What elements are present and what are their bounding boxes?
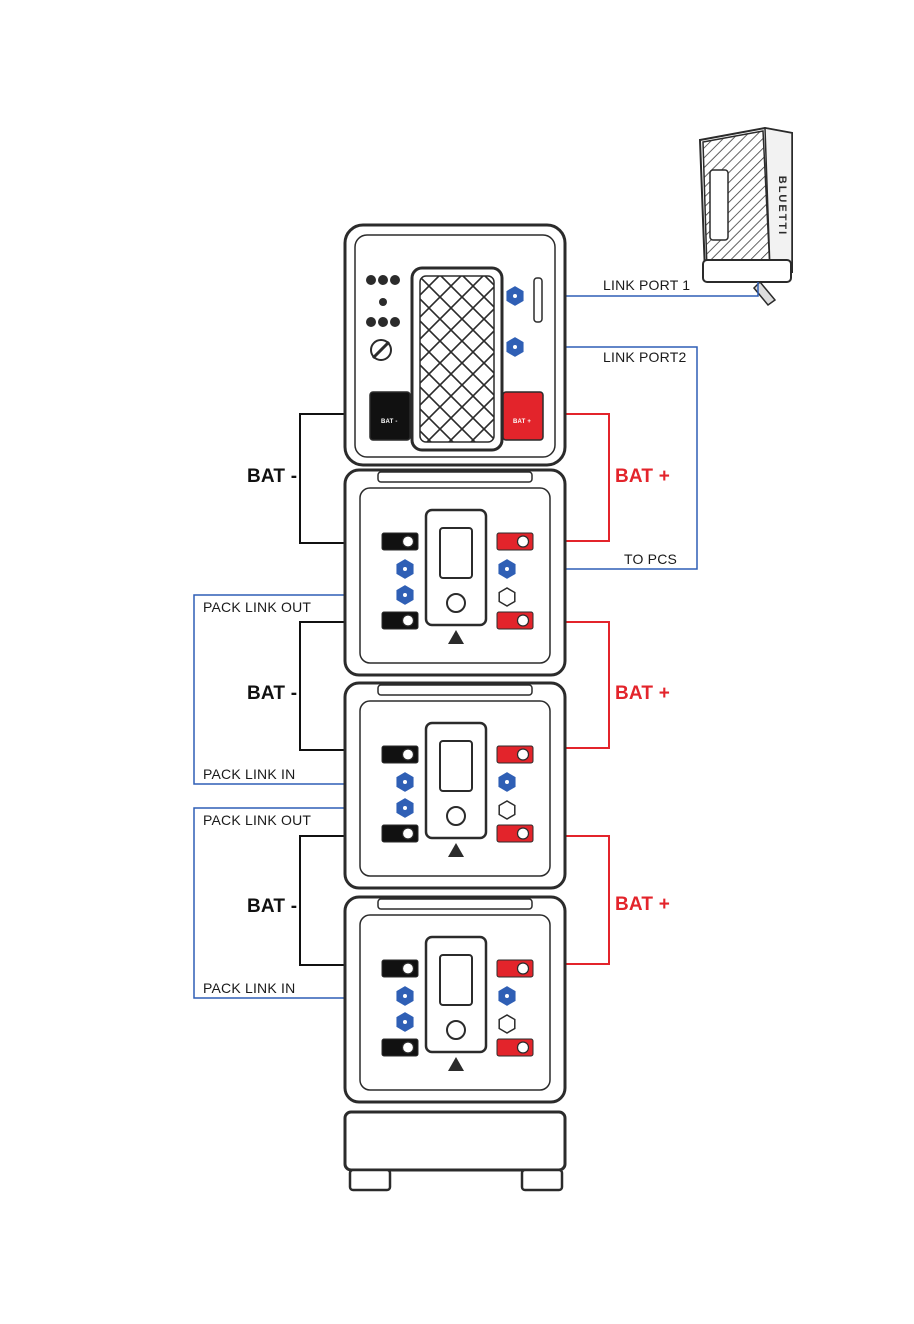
port-pin [505, 808, 509, 812]
pack-link-out-label-1: PACK LINK OUT [203, 599, 311, 615]
link-port-2 [507, 338, 523, 356]
pack-link-out-label-2: PACK LINK OUT [203, 812, 311, 828]
pack1-bat-pos-bottom [497, 612, 533, 629]
terminal-socket [518, 615, 529, 626]
link-port-1 [507, 287, 523, 305]
pack1-link-out-port [397, 586, 413, 604]
pack2-bat-neg-bottom [382, 825, 418, 842]
pack2-aux-port [499, 801, 515, 819]
device-brand-text: BLUETTI [776, 176, 788, 236]
bat-neg-label-1: BAT - [247, 466, 297, 488]
link-port-1-label: LINK PORT 1 [603, 277, 690, 293]
terminal-socket [403, 615, 414, 626]
port-pin [505, 994, 509, 998]
pack1-aux-port [499, 588, 515, 606]
pack2-link-in-port [397, 773, 413, 791]
to-pcs-label: TO PCS [624, 551, 677, 567]
control-bat-pos-terminal [503, 392, 543, 440]
battery-pack-3 [345, 897, 565, 1102]
pack3-bat-pos-top [497, 960, 533, 977]
bat-pos-label-1: BAT + [615, 466, 670, 488]
battery-pack-2 [345, 683, 565, 888]
pack2-pcs-port [499, 773, 515, 791]
battery-packs [345, 470, 565, 1102]
terminal-socket [518, 749, 529, 760]
pack1-link-in-port [397, 560, 413, 578]
terminal-socket [518, 963, 529, 974]
port-pin [505, 1022, 509, 1026]
port-pin [505, 780, 509, 784]
terminal-socket [518, 536, 529, 547]
port-pin [505, 567, 509, 571]
bat-neg-label-3: BAT - [247, 896, 297, 918]
port-pin [403, 780, 407, 784]
terminal-socket [403, 1042, 414, 1053]
port-pin [513, 345, 517, 349]
control-bat-neg-terminal [370, 392, 410, 440]
control-bat-neg-text: BAT - [381, 419, 398, 425]
terminal-socket [403, 963, 414, 974]
pack-link-in-label-2: PACK LINK IN [203, 980, 295, 996]
bat-pos-label-2: BAT + [615, 683, 670, 705]
port-pin [513, 294, 517, 298]
pack3-pcs-port [499, 987, 515, 1005]
control-bat-pos-text: BAT + [513, 419, 531, 425]
pack2-bat-pos-bottom [497, 825, 533, 842]
pack3-aux-port [499, 1015, 515, 1033]
terminal-socket [518, 828, 529, 839]
port-pin [403, 806, 407, 810]
terminal-socket [403, 828, 414, 839]
pack2-bat-pos-top [497, 746, 533, 763]
port-pin [403, 593, 407, 597]
port-pin [403, 567, 407, 571]
terminal-socket [518, 1042, 529, 1053]
pack3-bat-pos-bottom [497, 1039, 533, 1056]
port-pin [403, 1020, 407, 1024]
pack1-pcs-port [499, 560, 515, 578]
pack1-bat-pos-top [497, 533, 533, 550]
pack1-bat-neg-bottom [382, 612, 418, 629]
bat-neg-label-2: BAT - [247, 683, 297, 705]
port-pin [505, 595, 509, 599]
port-pin [403, 994, 407, 998]
bat-pos-label-3: BAT + [615, 894, 670, 916]
pack-link-in-label-1: PACK LINK IN [203, 766, 295, 782]
pack3-link-in-port [397, 987, 413, 1005]
terminal-socket [403, 749, 414, 760]
base-stand [345, 1112, 565, 1190]
vent-grille [412, 268, 502, 450]
pack3-bat-neg-top [382, 960, 418, 977]
pack2-bat-neg-top [382, 746, 418, 763]
link-port-2-label: LINK PORT2 [603, 349, 686, 365]
pack3-link-out-port [397, 1013, 413, 1031]
pack1-bat-neg-top [382, 533, 418, 550]
terminal-socket [403, 536, 414, 547]
battery-pack-1 [345, 470, 565, 675]
pack3-bat-neg-bottom [382, 1039, 418, 1056]
pack2-link-out-port [397, 799, 413, 817]
